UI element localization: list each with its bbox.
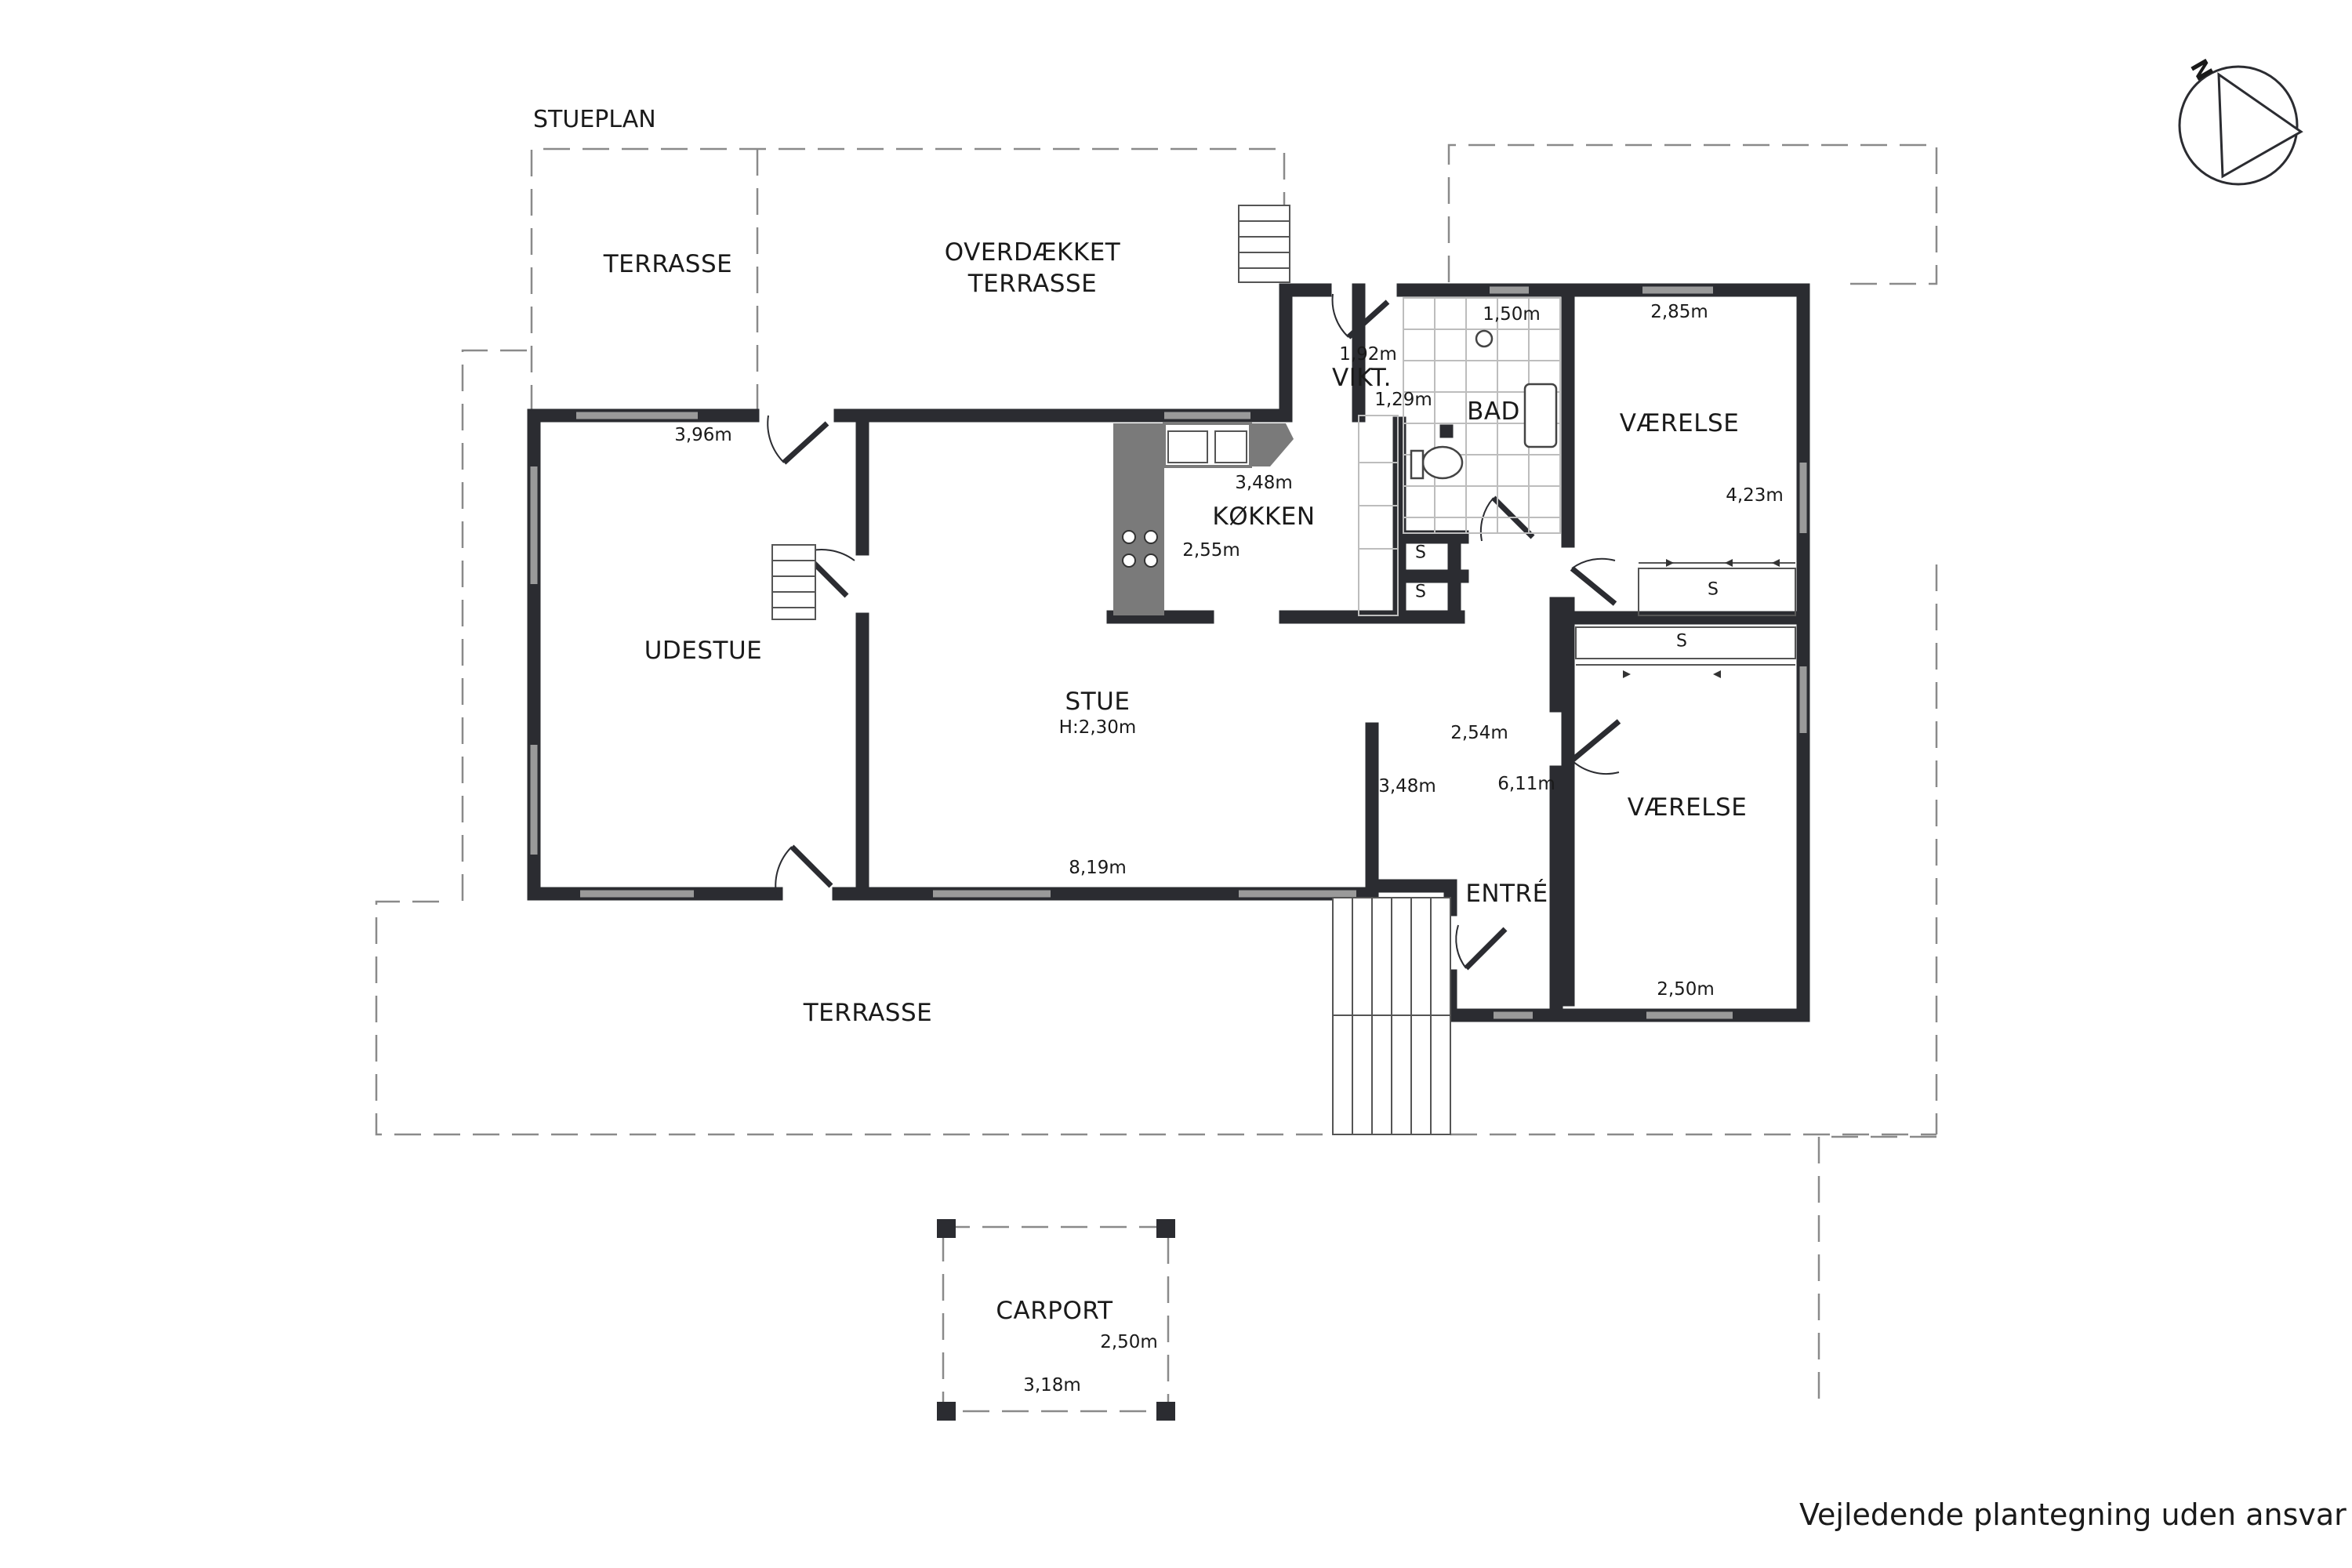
north-arrow	[2178, 65, 2303, 186]
room-label-vikt: VIKT.	[1332, 364, 1392, 392]
dim-hall-width: 2,54m	[1450, 723, 1508, 743]
room-label-terrasse-bottom: TERRASSE	[803, 999, 933, 1027]
dim-carport-height: 2,50m	[1100, 1332, 1158, 1352]
bottom-terrace-outline	[375, 900, 1333, 1136]
dim-carport-width: 3,18m	[1023, 1375, 1081, 1396]
windows	[530, 286, 1807, 1019]
dim-udestue-width: 3,96m	[674, 425, 732, 445]
room-label-vaerelse-top: VÆRELSE	[1619, 409, 1740, 437]
carport-posts	[937, 1219, 1175, 1421]
room-label-entre: ENTRÉ	[1465, 880, 1548, 908]
dim-vaerelse-bottom-width: 2,50m	[1657, 979, 1715, 1000]
bathroom-fixtures	[1410, 329, 1558, 480]
room-label-vaerelse-bottom: VÆRELSE	[1627, 793, 1748, 822]
dim-vaerelse-top-height: 4,23m	[1726, 485, 1784, 506]
room-label-overdaekket-terrasse: TERRASSE	[967, 270, 1098, 298]
plan-title: STUEPLAN	[533, 106, 656, 133]
kitchen-counters	[1113, 422, 1294, 615]
right-terrace-outline	[1447, 143, 1938, 285]
dim-vaerelse-top-width: 2,85m	[1650, 302, 1708, 322]
room-label-udestue: UDESTUE	[644, 637, 763, 665]
wardrobes	[1575, 562, 1796, 666]
wardrobe-arrows	[1623, 559, 1780, 678]
dim-vikt-width: 1,92m	[1339, 344, 1397, 365]
room-label-kokken: KØKKEN	[1212, 503, 1316, 531]
left-terrace-edge	[461, 349, 527, 902]
dim-bad-width: 1,50m	[1483, 304, 1541, 325]
dim-hall-height-left: 3,48m	[1378, 776, 1436, 797]
stue-ceiling-height: H:2,30m	[1058, 717, 1137, 738]
carport-outline	[942, 1225, 1170, 1413]
dim-vikt-height: 1,29m	[1374, 390, 1432, 410]
storage-label-3: S	[1708, 579, 1719, 600]
room-label-carport: CARPORT	[996, 1297, 1113, 1325]
stairs	[771, 205, 1451, 1135]
lot-line-right	[1817, 1135, 1936, 1411]
dim-kokken-width: 3,48m	[1235, 473, 1293, 493]
storage-label-4: S	[1676, 631, 1687, 652]
storage-label-2: S	[1415, 582, 1426, 602]
dim-hall-height-right: 6,11m	[1497, 774, 1555, 794]
room-label-terrasse-top: TERRASSE	[603, 250, 733, 278]
storage-label-1: S	[1415, 543, 1426, 563]
dim-stue-width: 8,19m	[1069, 858, 1127, 878]
doors	[767, 293, 1621, 971]
dim-kokken-height: 2,55m	[1182, 540, 1240, 561]
vikt-closets	[1358, 415, 1399, 616]
top-left-terrace-outline	[530, 147, 1286, 412]
disclaimer-text: Vejledende plantegning uden ansvar	[1799, 1497, 2347, 1532]
room-label-bad: BAD	[1467, 397, 1520, 426]
room-label-overdaekket: OVERDÆKKET	[944, 238, 1121, 267]
room-label-stue: STUE	[1065, 688, 1131, 716]
